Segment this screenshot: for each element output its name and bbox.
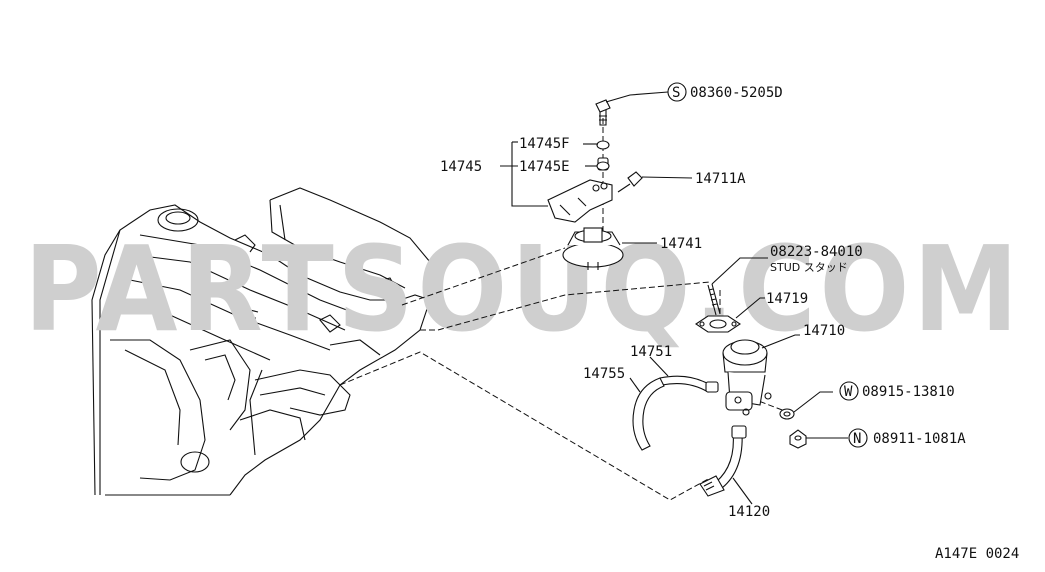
label-08911-1081A: 08911-1081A	[873, 431, 966, 447]
label-14745E: 14745E	[519, 159, 570, 175]
engine-illustration	[91, 187, 433, 496]
n-symbol: N	[853, 431, 861, 447]
label-stud: STUD スタッド	[770, 261, 848, 274]
gasket-14719	[695, 297, 765, 333]
label-14745: 14745	[440, 159, 482, 175]
tube-14120	[699, 425, 753, 505]
watermark-text: PARTSOUQ.COM	[24, 220, 1022, 358]
bolt-08360	[595, 91, 669, 126]
bolt-14711A	[617, 171, 693, 193]
modulator-14741	[562, 227, 657, 270]
stud-08223	[707, 257, 768, 316]
s-symbol-circle	[667, 82, 687, 102]
w-symbol: W	[844, 384, 853, 400]
bracket-callout-lines	[500, 141, 598, 207]
washer-08915	[779, 391, 833, 420]
label-14741: 14741	[660, 236, 702, 252]
hose-14751	[649, 356, 719, 393]
label-14120: 14120	[728, 504, 770, 520]
label-14745F: 14745F	[519, 136, 570, 152]
nut-08911	[789, 429, 848, 449]
diagram-code: A147E 0024	[935, 546, 1019, 562]
label-14719: 14719	[766, 291, 808, 307]
label-14710: 14710	[803, 323, 845, 339]
label-14711A: 14711A	[695, 171, 746, 187]
bracket-14745	[547, 179, 613, 223]
egr-valve-14710	[722, 334, 800, 416]
label-08223-84010: 08223-84010	[770, 244, 863, 260]
label-14751: 14751	[630, 344, 672, 360]
hose-14755	[629, 377, 665, 451]
w-symbol-circle	[839, 381, 859, 401]
label-08360-5205D: 08360-5205D	[690, 85, 783, 101]
label-14755: 14755	[583, 366, 625, 382]
label-08915-13810: 08915-13810	[862, 384, 955, 400]
n-symbol-circle	[848, 428, 868, 448]
s-symbol: S	[672, 85, 680, 101]
